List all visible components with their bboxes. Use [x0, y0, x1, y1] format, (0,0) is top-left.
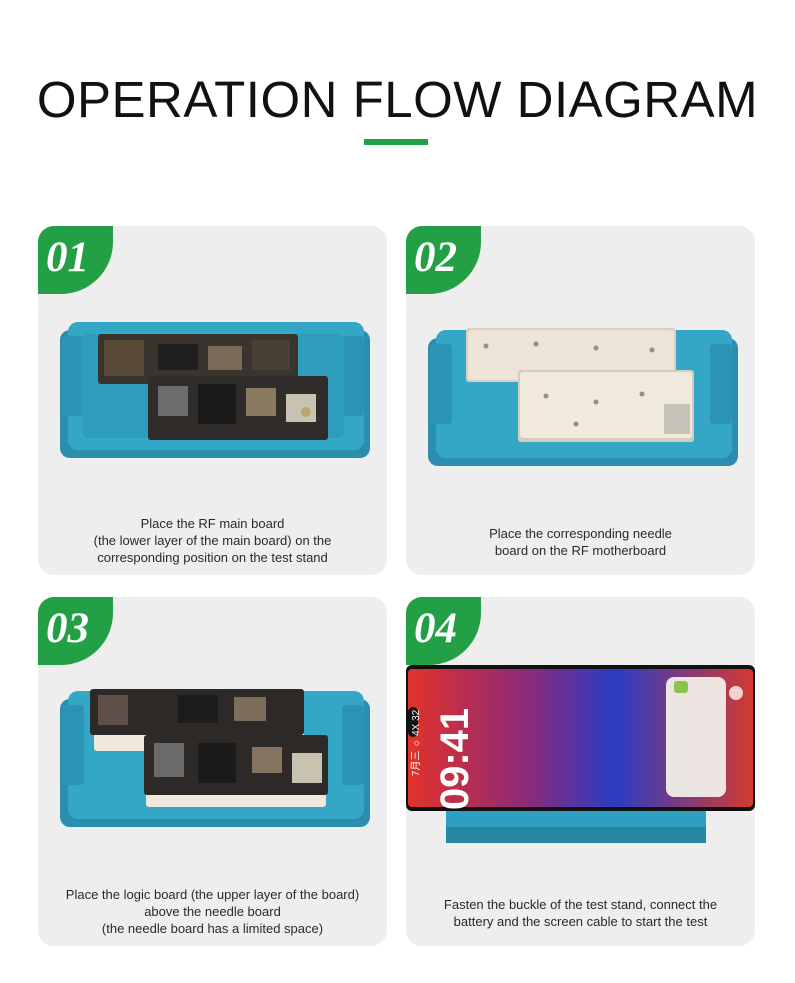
caption-line: Place the logic board (the upper layer o… — [65, 887, 360, 902]
step-caption: Place the corresponding needle board on … — [406, 525, 755, 559]
step-number: 02 — [414, 234, 457, 281]
step-card-3: 03 Place the logic board (the upper laye… — [38, 597, 387, 946]
caption-line: board on the RF motherboard — [494, 543, 667, 558]
caption-line: Place the corresponding needle — [489, 526, 672, 541]
phone-on-test-stand-illustration — [406, 665, 755, 843]
phone-date: 7月三 ☼ 4X 32 — [411, 709, 422, 777]
caption-line: Place the RF main board — [140, 516, 285, 531]
rf-board-on-fixture-illustration — [60, 322, 370, 458]
phone-time: 09:41 — [433, 707, 477, 811]
step-card-4: 04 09:41 7月三 ☼ 4X 32 Fasten the buckle o… — [406, 597, 755, 946]
step-number: 04 — [414, 605, 457, 652]
caption-line: corresponding position on the test stand — [97, 550, 328, 565]
caption-line: Fasten the buckle of the test stand, con… — [443, 897, 718, 912]
step-number: 03 — [46, 605, 89, 652]
step-number: 01 — [46, 234, 89, 281]
step-caption: Place the logic board (the upper layer o… — [38, 886, 387, 937]
logic-board-illustration — [60, 689, 370, 827]
step-number-badge: 04 — [406, 597, 481, 665]
step-number-badge: 01 — [38, 226, 113, 294]
step-number-badge: 02 — [406, 226, 481, 294]
step-card-2: 02 Place the corresponding needle board … — [406, 226, 755, 575]
title-underline — [364, 139, 428, 145]
caption-line: battery and the screen cable to start th… — [453, 914, 708, 929]
step-caption: Fasten the buckle of the test stand, con… — [406, 896, 755, 930]
step-caption: Place the RF main board (the lower layer… — [38, 515, 387, 566]
needle-board-illustration — [428, 328, 738, 466]
caption-line: (the needle board has a limited space) — [101, 921, 324, 936]
page-title: OPERATION FLOW DIAGRAM — [36, 71, 759, 128]
caption-line: above the needle board — [144, 904, 281, 919]
caption-line: (the lower layer of the main board) on t… — [93, 533, 332, 548]
step-card-1: 01 Place the RF main board (the lower la… — [38, 226, 387, 575]
